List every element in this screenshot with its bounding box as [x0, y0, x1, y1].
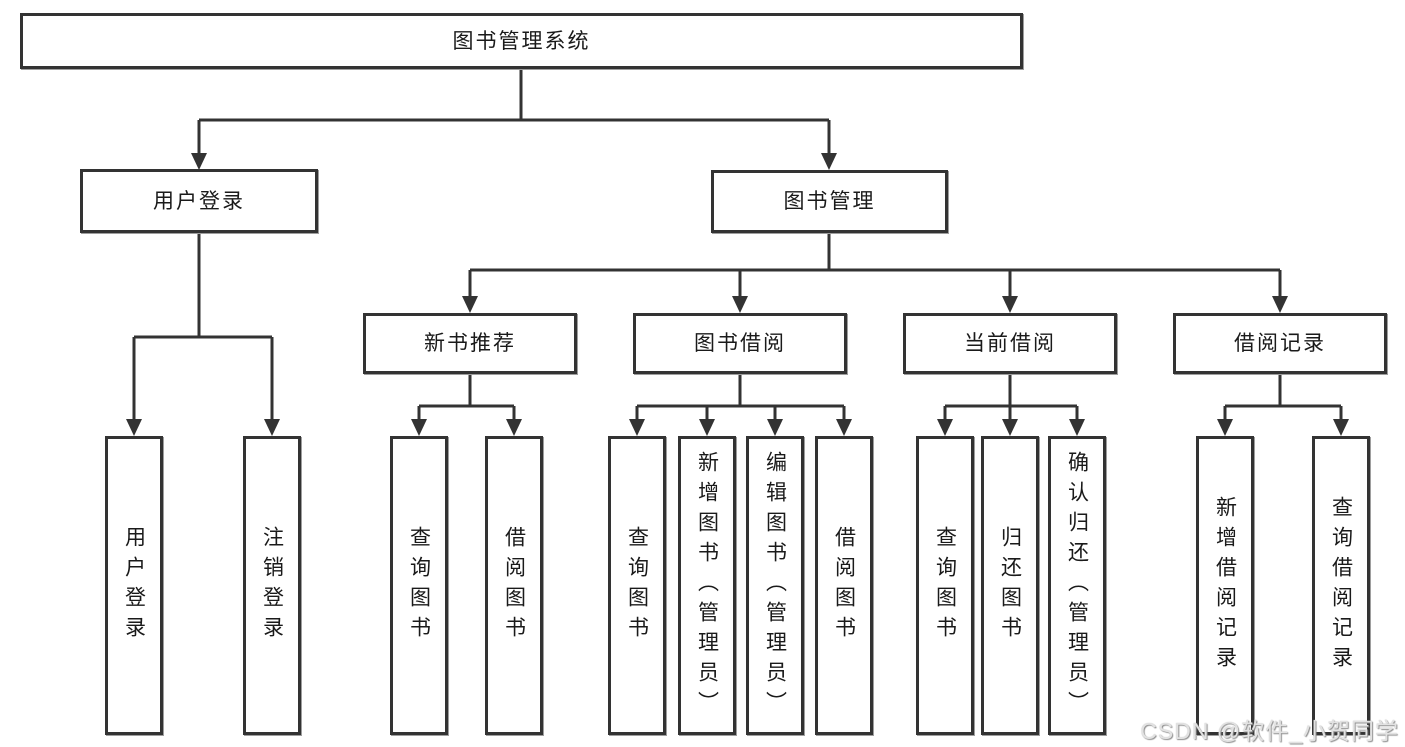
leaf-bb-add-books-admin-label: 新增图书（管理员） — [695, 450, 719, 721]
leaf-user-login-label: 用户登录 — [122, 525, 146, 646]
node-borrowing-records-label: 借阅记录 — [1234, 332, 1326, 355]
leaf-cb-confirm-return-admin-label: 确认归还（管理员） — [1065, 450, 1089, 721]
node-user-login: 用户登录 — [80, 169, 318, 233]
leaf-nbr-query-books-label: 查询图书 — [407, 525, 431, 646]
node-book-borrowing-label: 图书借阅 — [694, 332, 786, 355]
node-book-management: 图书管理 — [711, 170, 948, 233]
node-user-login-label: 用户登录 — [153, 189, 245, 213]
arrowheads — [126, 153, 1349, 436]
leaf-bb-edit-books-admin: 编辑图书（管理员） — [746, 436, 804, 735]
node-root-system: 图书管理系统 — [20, 13, 1023, 69]
leaf-bb-edit-books-admin-label: 编辑图书（管理员） — [763, 450, 787, 721]
node-new-book-recommend-label: 新书推荐 — [424, 332, 516, 355]
csdn-watermark: CSDN @软件_小贺同学 — [1140, 718, 1399, 744]
leaf-br-query-record: 查询借阅记录 — [1312, 436, 1370, 735]
leaf-br-add-record: 新增借阅记录 — [1196, 436, 1254, 735]
node-book-management-label: 图书管理 — [783, 190, 876, 213]
node-book-borrowing: 图书借阅 — [633, 313, 847, 374]
leaf-logout: 注销登录 — [243, 436, 301, 735]
leaf-nbr-borrow-books-label: 借阅图书 — [502, 525, 526, 646]
node-current-borrowing: 当前借阅 — [903, 313, 1117, 374]
node-root-label: 图书管理系统 — [452, 29, 591, 53]
leaf-bb-query-books: 查询图书 — [608, 436, 666, 735]
leaf-br-add-record-label: 新增借阅记录 — [1213, 495, 1237, 676]
node-new-book-recommend: 新书推荐 — [363, 313, 577, 374]
leaf-user-login: 用户登录 — [105, 436, 163, 735]
leaf-cb-query-books-label: 查询图书 — [933, 525, 957, 646]
leaf-logout-label: 注销登录 — [260, 525, 284, 646]
leaf-cb-query-books: 查询图书 — [916, 436, 974, 735]
leaf-cb-return-books: 归还图书 — [981, 436, 1039, 735]
leaf-bb-query-books-label: 查询图书 — [625, 525, 649, 646]
node-borrowing-records: 借阅记录 — [1173, 313, 1387, 374]
leaf-bb-add-books-admin: 新增图书（管理员） — [678, 436, 736, 735]
leaf-nbr-borrow-books: 借阅图书 — [485, 436, 543, 735]
leaf-bb-borrow-books: 借阅图书 — [815, 436, 873, 735]
leaf-bb-borrow-books-label: 借阅图书 — [832, 525, 856, 646]
node-current-borrowing-label: 当前借阅 — [964, 332, 1056, 355]
leaf-cb-return-books-label: 归还图书 — [998, 525, 1022, 646]
leaf-br-query-record-label: 查询借阅记录 — [1329, 495, 1353, 676]
leaf-cb-confirm-return-admin: 确认归还（管理员） — [1048, 436, 1106, 735]
leaf-nbr-query-books: 查询图书 — [390, 436, 448, 735]
